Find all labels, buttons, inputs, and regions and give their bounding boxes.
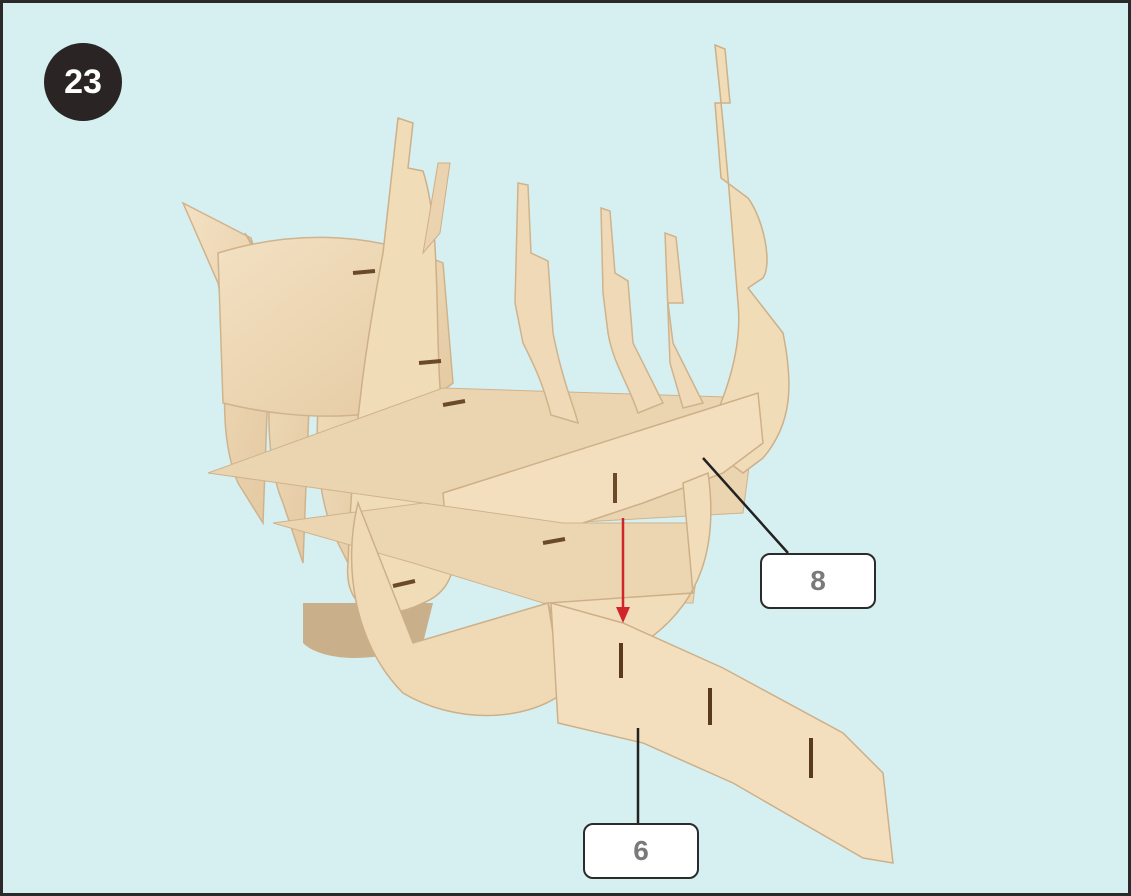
callout-label-8: 8 [810, 565, 826, 597]
part-callout-6: 6 [583, 823, 699, 879]
part-callout-8: 8 [760, 553, 876, 609]
ship-hull-illustration [3, 3, 1128, 893]
callout-label-6: 6 [633, 835, 649, 867]
middle-frames [515, 183, 703, 423]
